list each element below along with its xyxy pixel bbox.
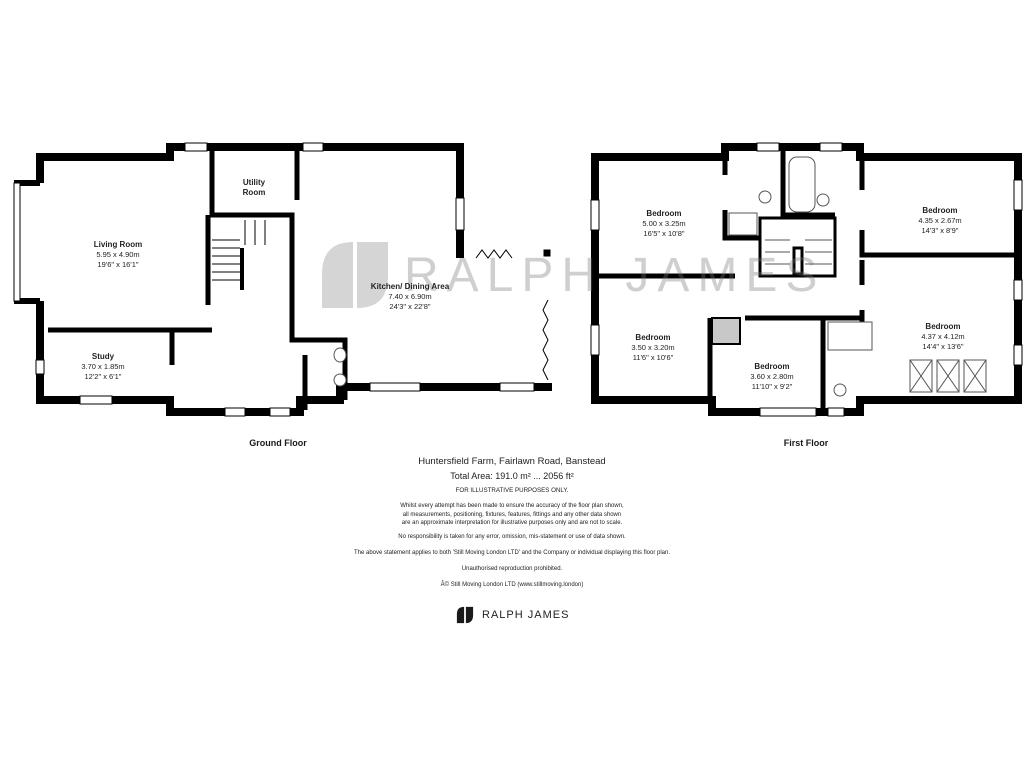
ground-floor-label: Ground Floor xyxy=(249,438,307,448)
applies-statement: The above statement applies to both 'Sti… xyxy=(353,550,671,556)
ralph-james-logo-icon xyxy=(456,606,474,624)
property-address: Huntersfield Farm, Fairlawn Road, Banste… xyxy=(418,456,606,467)
room-bedroom-3: Bedroom 3.50 x 3.20m 11'6" x 10'6" xyxy=(631,333,675,362)
disclaimer: Whilst every attempt has been made to en… xyxy=(400,503,624,526)
ground-floor-outer-wall xyxy=(36,143,464,258)
room-living-room: Living Room 5.95 x 4.90m 19'6" x 16'1" xyxy=(93,240,143,269)
cupboard xyxy=(711,317,741,345)
room-bedroom-5: Bedroom 4.37 x 4.12m 14'4" x 13'6" xyxy=(921,322,965,351)
room-bedroom-1: Bedroom 5.00 x 3.25m 16'5" x 10'8" xyxy=(642,209,686,238)
brand-logo: RALPH JAMES xyxy=(456,606,569,624)
room-kitchen-dining: Kitchen/ Dining Area 7.40 x 6.90m 24'3" … xyxy=(370,282,450,311)
ground-stairs xyxy=(212,220,266,290)
room-bedroom-4: Bedroom 3.60 x 2.80m 11'10" x 9'2" xyxy=(750,362,794,391)
room-bedroom-2: Bedroom 4.35 x 2.67m 14'3" x 8'9" xyxy=(918,206,962,235)
room-utility: Utility Room xyxy=(242,178,266,197)
shower-tray xyxy=(728,212,758,236)
unauthorised-notice: Unauthorised reproduction prohibited. xyxy=(461,566,563,572)
room-study: Study 3.70 x 1.85m 12'2" x 6'1" xyxy=(81,352,125,381)
ground-floor-internal-wall xyxy=(209,147,348,400)
bath xyxy=(788,156,816,213)
total-area: Total Area: 191.0 m² ... 2056 ft² xyxy=(450,471,574,481)
no-responsibility-notice: No responsibility is taken for any error… xyxy=(398,534,626,540)
first-floor-label: First Floor xyxy=(783,438,829,448)
copyright-notice: Â© Still Moving London LTD (www.stillmov… xyxy=(440,582,584,588)
shower-tray xyxy=(827,321,873,351)
illustrative-notice: FOR ILLUSTRATIVE PURPOSES ONLY. xyxy=(455,487,569,494)
